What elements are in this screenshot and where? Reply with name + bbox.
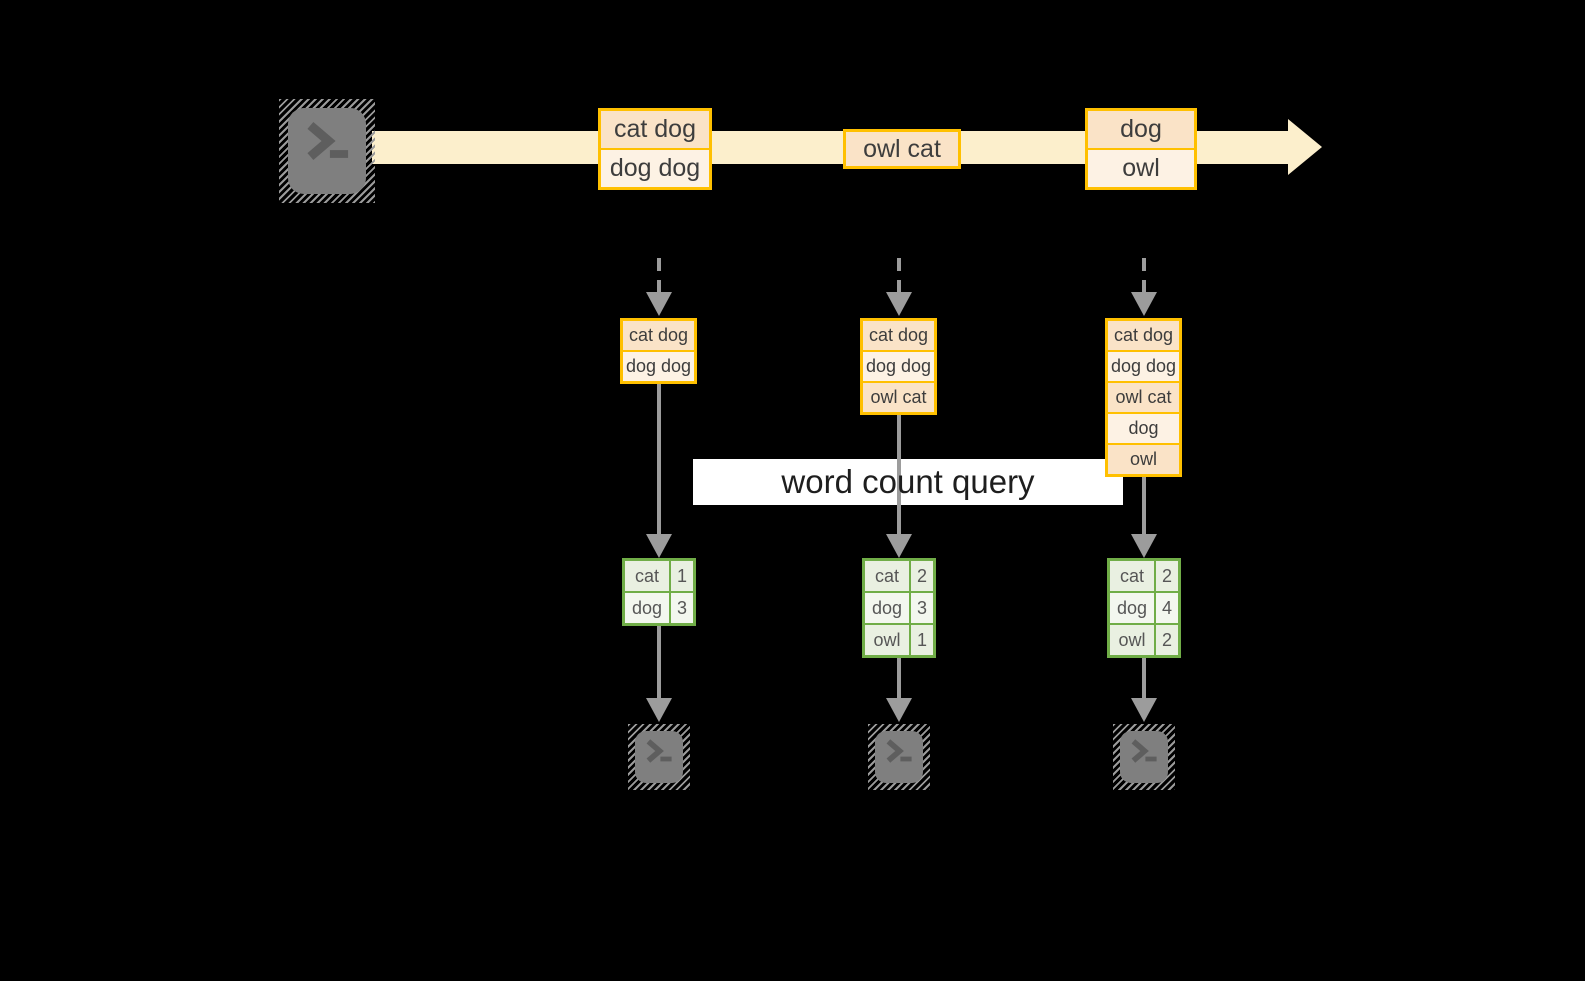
sink-terminal-icon-3: [1113, 724, 1175, 790]
event-line: cat dog: [601, 111, 709, 148]
stream-event-box-1: cat dog dog dog: [598, 108, 712, 190]
sink-terminal-icon-2: [868, 724, 930, 790]
count-word-cell: cat: [865, 561, 911, 591]
worker-1-buffer-stack: cat dog dog dog: [620, 318, 697, 384]
count-value-cell: 3: [916, 597, 927, 618]
worker-3-buffer-stack: cat dog dog dog owl cat dog owl: [1105, 318, 1182, 477]
count-word-cell: owl: [865, 625, 911, 655]
buffer-line: dog dog: [1108, 350, 1179, 381]
buffer-line: dog dog: [863, 350, 934, 381]
event-line: dog dog: [601, 148, 709, 187]
worker-3-count-table: cat 2 dog 4 owl 2: [1107, 558, 1181, 658]
dashed-arrowhead-icon: [1131, 292, 1157, 316]
terminal-prompt-glyph: [646, 739, 672, 763]
event-line: owl: [1088, 148, 1194, 187]
count-row: cat 2: [1110, 561, 1178, 591]
table-to-sink-arrow-line: [1142, 658, 1146, 698]
count-value-cell: 1: [676, 565, 687, 586]
word-count-query-backdrop: [693, 459, 1123, 505]
count-value-cell: 3: [676, 597, 687, 618]
buffer-line: cat dog: [623, 321, 694, 350]
event-line: dog: [1088, 111, 1194, 148]
terminal-body: [288, 108, 366, 194]
terminal-body: [635, 731, 683, 783]
count-row: dog 3: [865, 591, 933, 623]
dashed-arrow-line: [1142, 258, 1146, 292]
stack-to-table-arrow-line: [897, 415, 901, 534]
source-terminal-icon: [279, 99, 375, 203]
arrowhead-icon: [886, 698, 912, 722]
count-word-cell: dog: [1110, 593, 1156, 623]
count-word-cell: cat: [1110, 561, 1156, 591]
count-word-cell: dog: [625, 593, 671, 623]
table-to-sink-arrow-line: [897, 658, 901, 698]
worker-2-buffer-stack: cat dog dog dog owl cat: [860, 318, 937, 415]
dashed-arrow-line: [657, 258, 661, 292]
sink-terminal-icon-1: [628, 724, 690, 790]
table-to-sink-arrow-line: [657, 626, 661, 698]
event-line: owl cat: [846, 132, 958, 166]
count-row: dog 3: [625, 591, 693, 623]
word-count-query-label: word count query: [781, 463, 1035, 500]
stream-event-box-2: owl cat: [843, 129, 961, 169]
stack-to-table-arrow-line: [1142, 477, 1146, 534]
arrowhead-icon: [646, 534, 672, 558]
terminal-prompt-glyph: [1131, 739, 1157, 763]
terminal-prompt-glyph: [307, 121, 349, 161]
worker-1-count-table: cat 1 dog 3: [622, 558, 696, 626]
arrowhead-icon: [1131, 534, 1157, 558]
count-value-cell: 2: [1161, 565, 1172, 586]
count-value-cell: 2: [916, 565, 927, 586]
arrowhead-icon: [886, 534, 912, 558]
terminal-body: [875, 731, 923, 783]
buffer-line: dog: [1108, 412, 1179, 443]
arrowhead-icon: [1131, 698, 1157, 722]
buffer-line: cat dog: [1108, 321, 1179, 350]
buffer-line: owl cat: [863, 381, 934, 412]
dashed-arrowhead-icon: [646, 292, 672, 316]
stream-arrowhead: [1288, 119, 1322, 175]
arrowhead-icon: [646, 698, 672, 722]
terminal-prompt-glyph: [886, 739, 912, 763]
count-word-cell: cat: [625, 561, 671, 591]
count-word-cell: owl: [1110, 625, 1156, 655]
stream-event-box-3: dog owl: [1085, 108, 1197, 190]
buffer-line: cat dog: [863, 321, 934, 350]
stack-to-table-arrow-line: [657, 384, 661, 534]
dashed-arrow-line: [897, 258, 901, 292]
count-row: owl 2: [1110, 623, 1178, 655]
count-row: cat 2: [865, 561, 933, 591]
count-value-cell: 1: [916, 629, 927, 650]
count-word-cell: dog: [865, 593, 911, 623]
buffer-line: owl: [1108, 443, 1179, 474]
count-row: owl 1: [865, 623, 933, 655]
worker-2-count-table: cat 2 dog 3 owl 1: [862, 558, 936, 658]
buffer-line: dog dog: [623, 350, 694, 381]
count-row: dog 4: [1110, 591, 1178, 623]
count-value-cell: 4: [1161, 597, 1172, 618]
buffer-line: owl cat: [1108, 381, 1179, 412]
count-row: cat 1: [625, 561, 693, 591]
count-value-cell: 2: [1161, 629, 1172, 650]
terminal-body: [1120, 731, 1168, 783]
dashed-arrowhead-icon: [886, 292, 912, 316]
